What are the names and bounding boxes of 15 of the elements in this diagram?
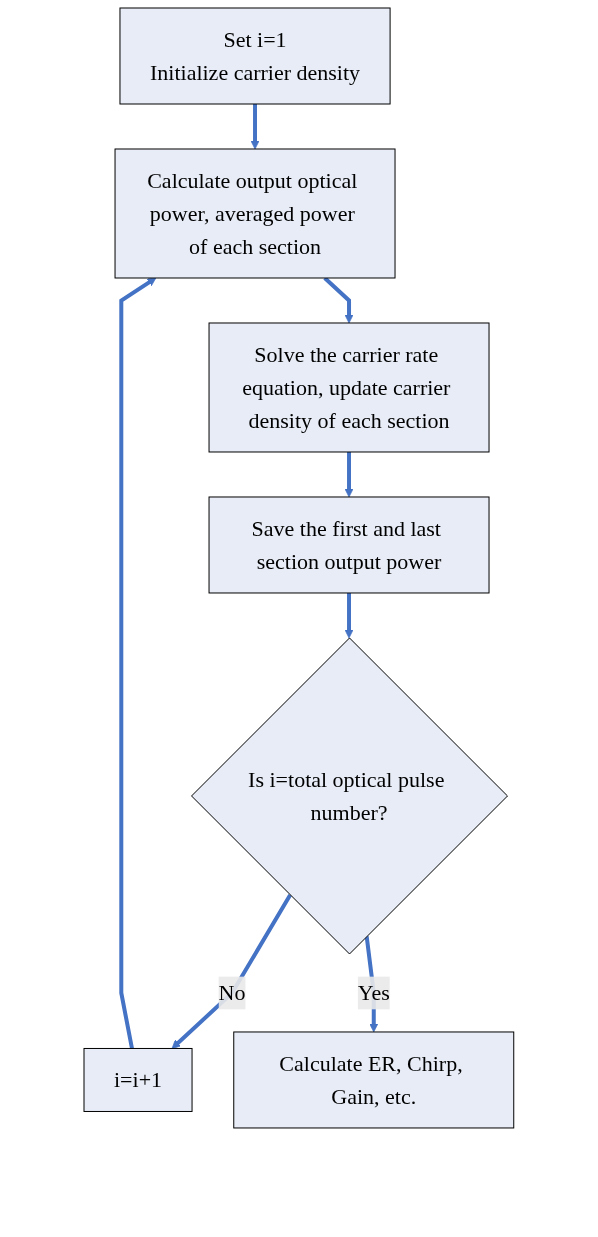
node-box: Save the first and last section output power <box>208 496 490 594</box>
arrow <box>119 277 157 1049</box>
edge-label: No <box>218 980 246 1006</box>
node-diamond: Is i=total optical pulse number? <box>191 637 509 955</box>
node-box: i=i+1 <box>83 1047 193 1112</box>
arrow <box>171 894 292 1049</box>
arrow <box>250 104 260 150</box>
arrow <box>323 276 354 324</box>
node-box: Solve the carrier rate equation, update carrier density of each section <box>208 322 490 453</box>
arrow <box>344 593 354 639</box>
edge-label: Yes <box>357 980 390 1006</box>
node-box: Calculate ER, Chirp, Gain, etc. <box>233 1031 515 1129</box>
node-box: Set i=1 Initialize carrier density <box>119 7 391 105</box>
arrow <box>344 452 354 498</box>
node-box: Calculate output optical power, averaged power of each section <box>114 148 396 279</box>
